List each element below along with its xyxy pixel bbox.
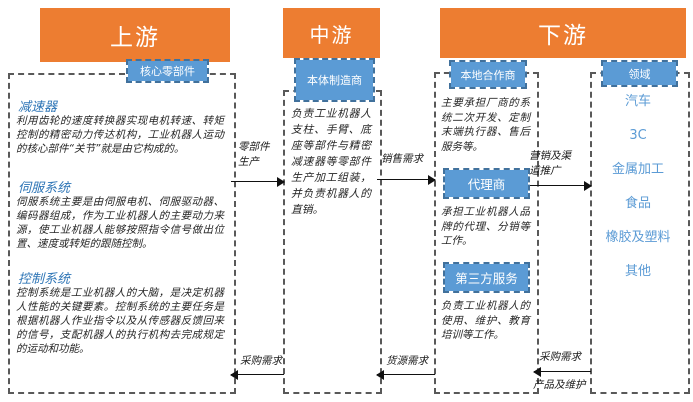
tab-field: 领域: [601, 60, 678, 87]
partner-body: 主要承担厂商的系统二次开发、定制末端执行器、售后服务等。: [441, 97, 530, 153]
arrow-sales-demand-right: [377, 175, 436, 185]
field-item-rubber-plastic: 橡胶及塑料: [605, 230, 671, 245]
agent-body: 承担工业机器人品牌的代理、分销等工作。: [441, 206, 530, 247]
field-item-auto: 汽车: [624, 94, 651, 109]
section-body-control: 控制系统是工业机器人的大脑，是决定机器人性能的关键要素。控制系统的主要任务是根据…: [16, 287, 224, 355]
tab-third-party-service: 第三方服务: [443, 262, 530, 293]
section-body-reducer: 利用齿轮的速度转换器实现电机转速、转矩控制的精密动力传达机构，工业机器人运动的核…: [16, 115, 224, 155]
arrow-marketing-channel-right: [527, 181, 592, 191]
section-title-servo: 伺服系统: [18, 181, 71, 196]
section-title-reducer: 减速器: [18, 100, 58, 115]
flow-label-product-maintenance: 产品及维护: [533, 379, 586, 391]
flow-label-purchase-demand-right: 采购需求: [539, 351, 581, 363]
field-item-3c: 3C: [629, 128, 647, 143]
flow-label-sales-demand: 销售需求: [381, 153, 423, 165]
downstream-field-box: [590, 72, 690, 394]
flow-label-supply-demand: 货源需求: [386, 355, 428, 367]
third-party-body: 负责工业机器人的使用、维护、教育培训等工作。: [441, 300, 530, 341]
tab-local-partner: 本地合作商: [449, 60, 527, 89]
upstream-container-box: [8, 73, 236, 394]
section-title-control: 控制系统: [18, 272, 71, 287]
tab-core-components: 核心零部件: [126, 59, 209, 83]
midstream-header: 中游: [283, 8, 380, 58]
arrow-parts-production-right: [231, 177, 285, 187]
midstream-body: 负责工业机器人支柱、手臂、底座等部件与精密减速器等零部件生产加工组装，并负责机器…: [291, 107, 371, 216]
section-body-servo: 伺服系统主要是由伺服电机、伺服驱动器、编码器组成，作为工业机器人的主要动力来源，…: [16, 196, 224, 250]
downstream-header: 下游: [440, 8, 686, 58]
field-item-metal: 金属加工: [611, 162, 664, 177]
upstream-header: 上游: [40, 8, 230, 62]
flow-label-marketing-channel: 营销及渠道推广: [529, 150, 571, 177]
field-list: 汽车 3C 金属加工 食品 橡胶及塑料 其他: [590, 92, 686, 282]
arrow-purchase-demand-right: [533, 367, 591, 377]
downstream-partner-box: [434, 72, 539, 394]
arrow-supply-demand-left: [376, 370, 435, 380]
tab-body-manufacturer: 本体制造商: [294, 58, 375, 102]
arrow-purchase-demand-left: [230, 370, 284, 380]
flow-label-parts-production: 零部件生产: [238, 141, 270, 168]
tab-agent: 代理商: [443, 168, 530, 199]
flow-label-purchase-demand-left: 采购需求: [240, 355, 282, 367]
midstream-container-box: [283, 90, 382, 394]
field-item-food: 食品: [624, 196, 651, 211]
field-item-other: 其他: [624, 264, 651, 279]
